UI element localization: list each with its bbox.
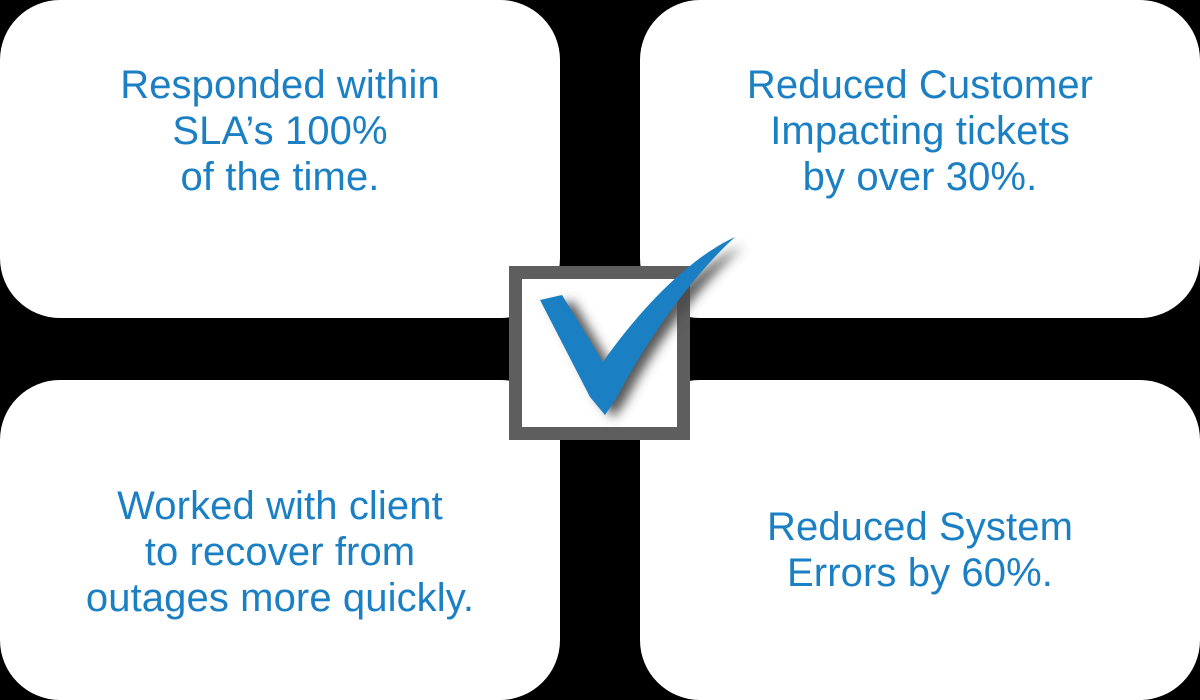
stat-card-reduced-customer-impacting-tickets: Reduced Customer Impacting tickets by ov… [640,0,1200,318]
stat-card-text: Reduced System Errors by 60%. [767,505,1073,595]
checkmark-glyph [540,237,735,415]
stat-card-text: Worked with client to recover from outag… [85,484,475,620]
stat-card-reduced-system-errors: Reduced System Errors by 60%. [640,380,1200,700]
stat-card-worked-with-client-outages: Worked with client to recover from outag… [0,380,560,700]
stat-card-text: Responded within SLA’s 100% of the time. [120,63,440,199]
stat-card-responded-within-sla: Responded within SLA’s 100% of the time. [0,0,560,318]
checkbox-checkmark-icon [495,215,750,455]
stat-card-text: Reduced Customer Impacting tickets by ov… [746,63,1094,199]
